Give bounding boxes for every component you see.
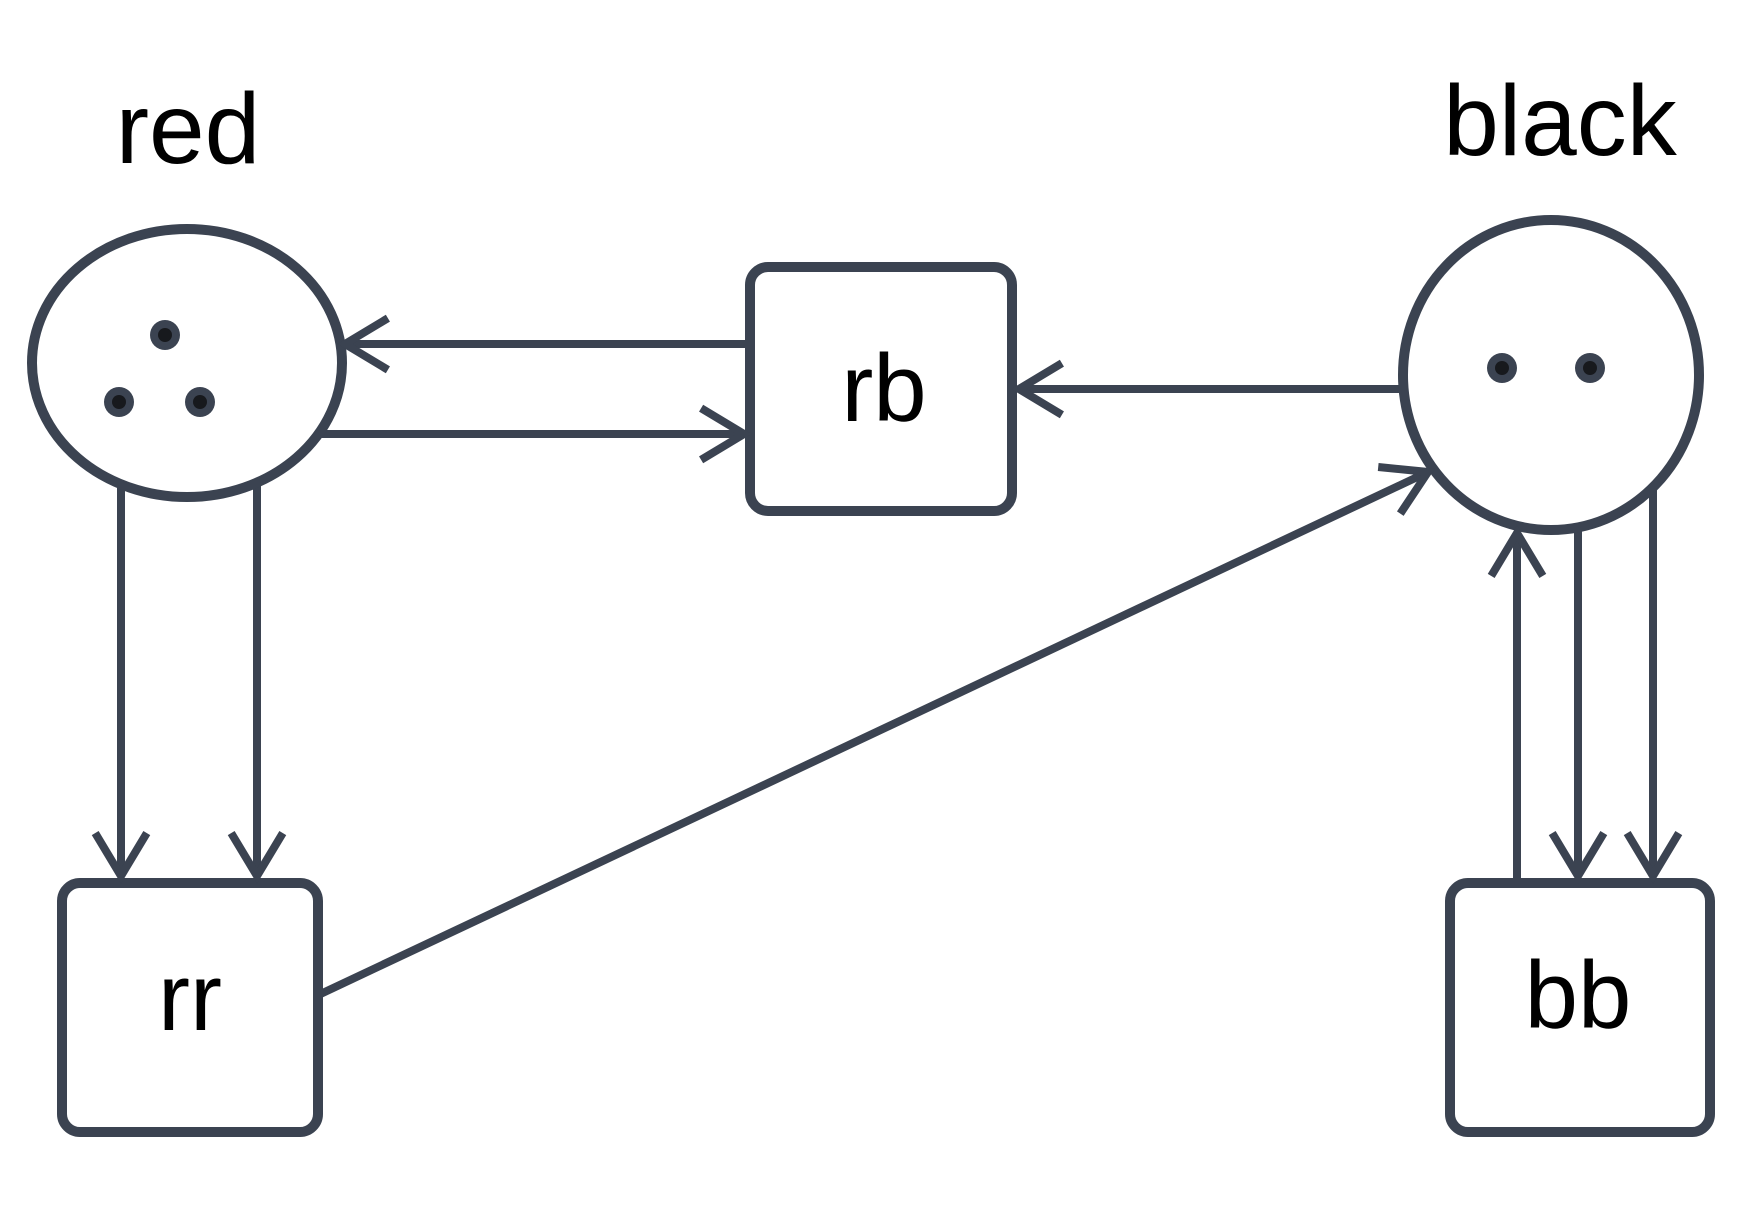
node-label-rb: rb [841,335,926,442]
nodes-layer [27,215,1715,1137]
node-rr-box [57,878,323,1137]
marble-dot-core [1495,361,1509,375]
marble-dot-core [193,395,207,409]
arrowhead-icon [1377,463,1436,516]
title-red: red [116,73,261,185]
node-label-bb: bb [1525,942,1632,1049]
node-black-circle [1398,215,1704,535]
marble-dot-core [158,328,172,342]
marble-dot-core [112,395,126,409]
node-label-rr: rr [158,944,222,1051]
marble-dot-core [1583,361,1597,375]
arrowhead-icon [227,831,287,884]
node-bb-box [1445,878,1715,1137]
title-black: black [1443,65,1677,177]
arrowheads-layer [91,314,1683,884]
arrowhead-icon [91,831,151,884]
node-red-circle [27,224,347,502]
arrowhead-icon [337,314,390,374]
edge-rr-to-black [310,468,1430,1002]
arrowhead-icon [1623,831,1683,884]
arrowhead-icon [1548,831,1608,884]
arrowhead-icon [1011,359,1064,419]
edges-layer [117,340,1657,1002]
arrowhead-icon [699,404,752,464]
arrowhead-icon [1487,525,1547,578]
labels-layer: red black rb rr bb [116,65,1678,1051]
